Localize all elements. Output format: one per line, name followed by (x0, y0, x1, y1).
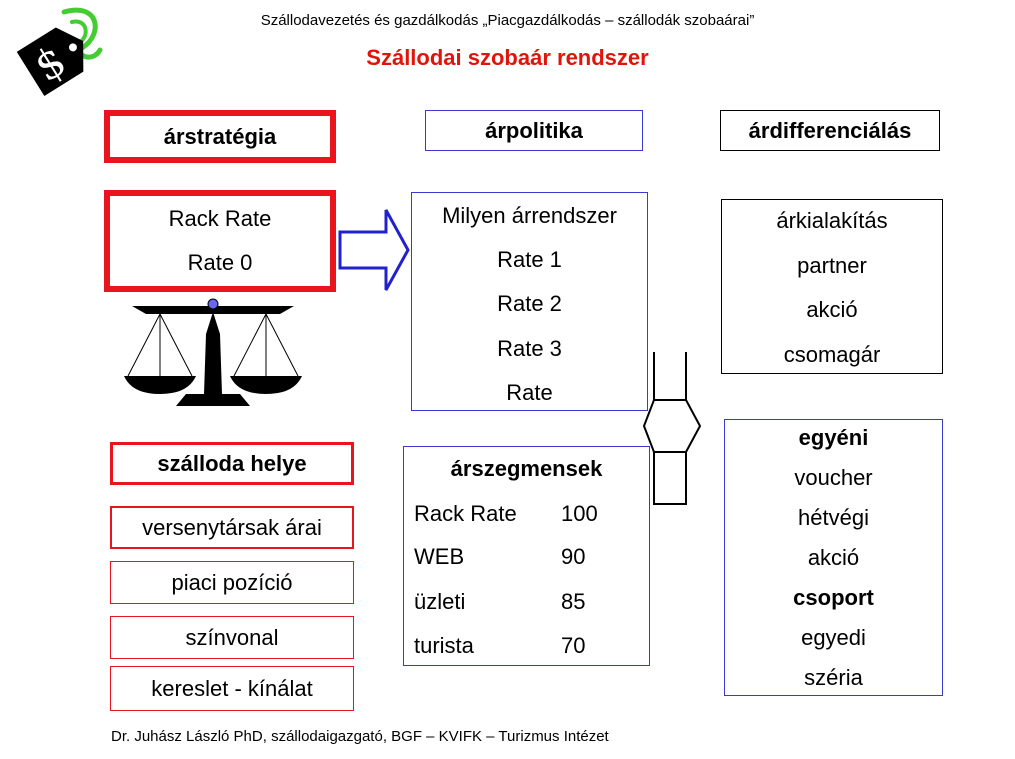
type-item: voucher (794, 465, 873, 490)
factor-label: versenytársak árai (142, 514, 322, 540)
header-arstrategia-label: árstratégia (163, 123, 277, 149)
segment-name: Rack Rate (414, 501, 517, 526)
rate-item: Rate 0 (187, 250, 253, 275)
right-arrow-icon (338, 209, 410, 291)
segment-name: üzleti (414, 589, 466, 614)
hotel-location-label: szálloda helye (157, 450, 307, 476)
factor-box: versenytársak árai (110, 506, 354, 549)
balance-scale-icon (124, 298, 302, 406)
header-ardifferencialas: árdifferenciálás (720, 110, 940, 151)
segment-value: 100 (561, 501, 598, 526)
rate-item: Rack Rate (168, 206, 272, 231)
factor-label: piaci pozíció (171, 569, 293, 595)
factor-label: színvonal (185, 624, 279, 650)
policy-item: Rate 3 (497, 336, 562, 361)
segment-value: 90 (561, 544, 586, 569)
policy-item: Rate 1 (497, 247, 562, 272)
header-ardifferencialas-label: árdifferenciálás (748, 117, 912, 143)
differentiation-item: árkialakítás (776, 208, 888, 233)
differentiation-item: partner (797, 253, 867, 278)
policy-item: Milyen árrendszer (442, 203, 617, 228)
policy-item: Rate (506, 380, 553, 405)
segment-name: turista (414, 633, 474, 658)
differentiation-item: akció (806, 297, 858, 322)
type-item: széria (804, 665, 863, 690)
factor-box: színvonal (110, 616, 354, 659)
slide-title: Szállodai szobaár rendszer (366, 45, 649, 70)
type-item: akció (807, 545, 860, 570)
header-arpolitika-label: árpolitika (485, 117, 583, 143)
factor-box: kereslet - kínálat (110, 666, 354, 711)
differentiation-item: csomagár (783, 342, 881, 367)
differentiation-box: árkialakítás partner akció csomagár (721, 199, 943, 374)
segment-name: WEB (414, 544, 465, 569)
segments-title: árszegmensek (450, 456, 603, 481)
segment-value: 70 (561, 633, 586, 658)
header-arstrategia: árstratégia (104, 110, 336, 163)
double-arrow-icon (642, 352, 702, 505)
factor-box: piaci pozíció (110, 561, 354, 604)
hotel-location-header: szálloda helye (110, 442, 354, 485)
factor-label: kereslet - kínálat (151, 675, 313, 701)
policy-item: Rate 2 (497, 291, 562, 316)
rate-policy-box: Milyen árrendszer Rate 1 Rate 2 Rate 3 R… (411, 192, 648, 411)
type-item: csoport (793, 585, 874, 610)
type-item: egyedi (801, 625, 866, 650)
price-tag-icon: $ (16, 7, 103, 96)
type-item: hétvégi (798, 505, 869, 530)
rack-rate-box: Rack Rate Rate 0 (104, 190, 336, 292)
slide-subtitle: Szállodavezetés és gazdálkodás „Piacgazd… (260, 12, 755, 29)
footer-credit: Dr. Juhász László PhD, szállodaigazgató,… (111, 728, 609, 745)
guest-types-box: egyéni voucher hétvégi akció csoport egy… (724, 419, 943, 696)
segments-box: árszegmensek Rack Rate 100 WEB 90 üzleti… (403, 446, 650, 666)
type-item: egyéni (798, 425, 869, 450)
segment-value: 85 (561, 589, 586, 614)
header-arpolitika: árpolitika (425, 110, 643, 151)
